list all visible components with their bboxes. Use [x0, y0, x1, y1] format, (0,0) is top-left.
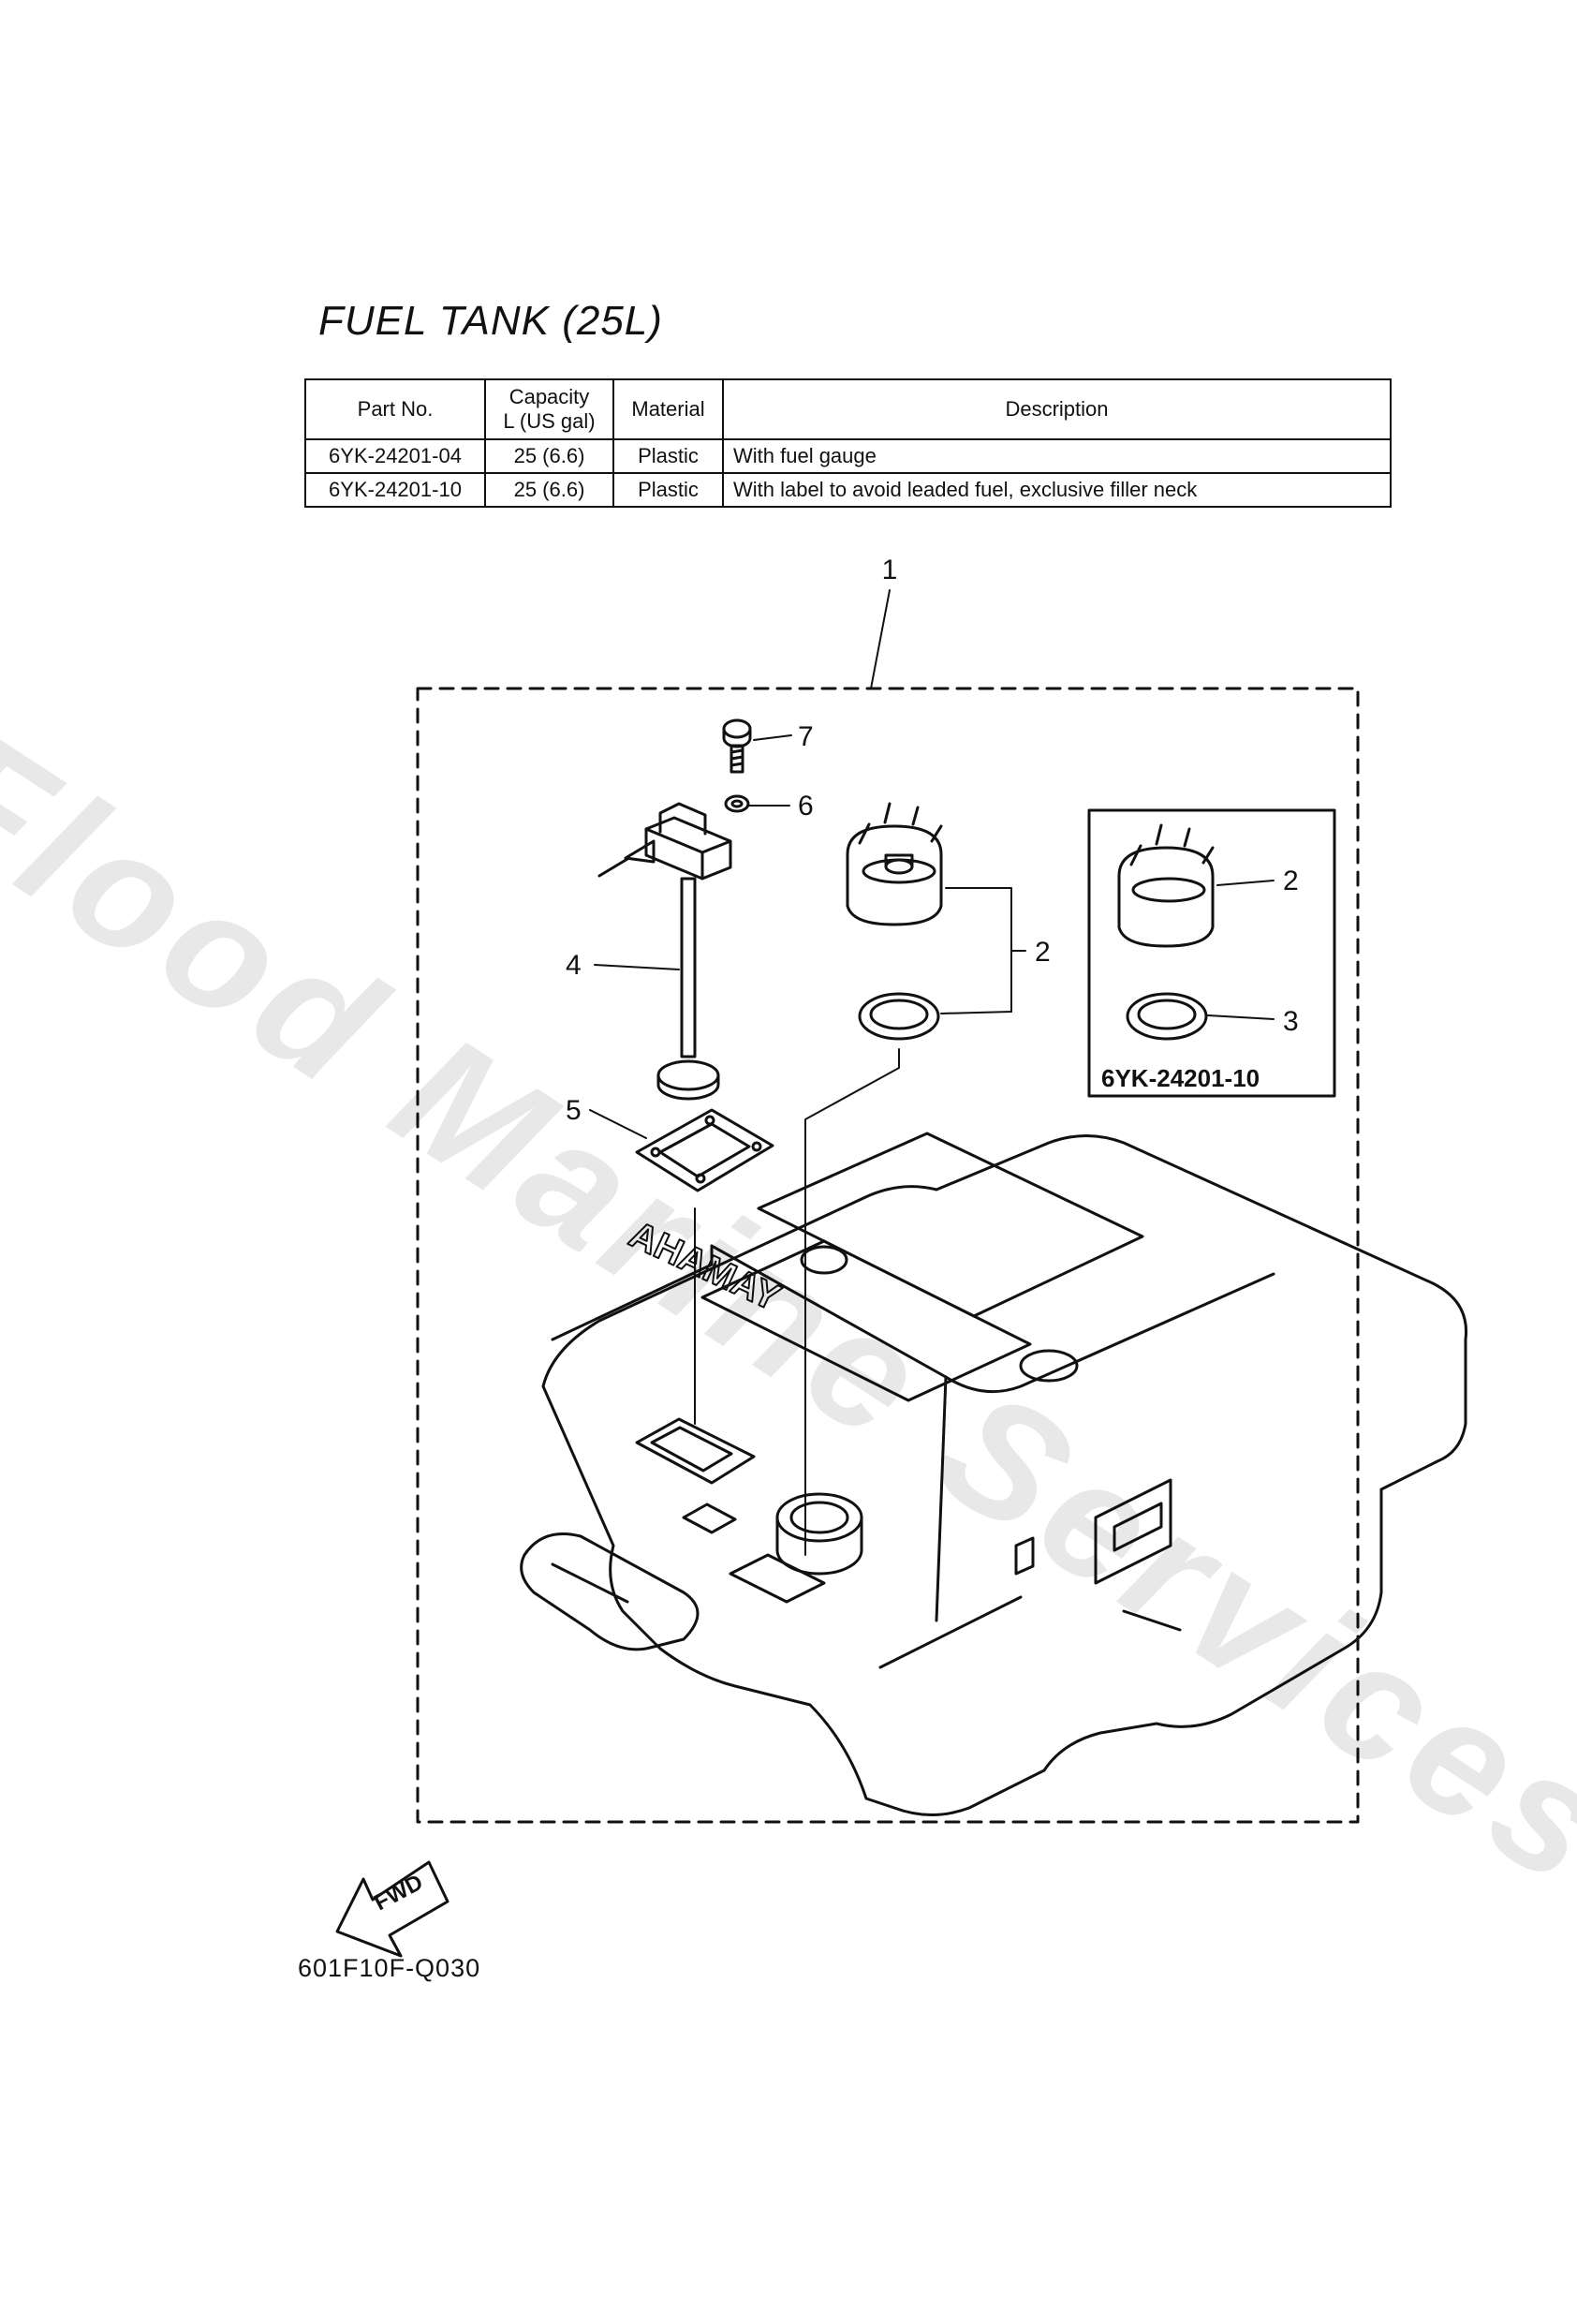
fwd-label: FWD [370, 1870, 427, 1916]
callout-5: 5 [566, 1095, 582, 1126]
header-description: Description [722, 378, 1392, 440]
cell-part-no: 6YK-24201-04 [304, 438, 486, 474]
cell-material: Plastic [612, 438, 724, 474]
assembly-dashed-box [416, 687, 1360, 1824]
callout-1-leader [870, 589, 891, 689]
fwd-arrow-icon: FWD [335, 1860, 450, 1958]
washer-part [724, 794, 750, 813]
table-row: 6YK-24201-10 25 (6.6) Plastic With label… [304, 472, 1392, 508]
inset-filler-cap [1117, 823, 1275, 948]
brand-panel [700, 1239, 1032, 1402]
filler-cap-part [846, 802, 1012, 1013]
o-ring-part [858, 992, 940, 1041]
callout-6: 6 [798, 791, 814, 822]
brand-label: YAMAHA [623, 1214, 786, 1320]
spec-table: Part No. Capacity L (US gal) Material De… [304, 378, 1392, 508]
callout-7: 7 [798, 721, 814, 752]
callout-1: 1 [882, 555, 898, 585]
cell-description: With fuel gauge [722, 438, 1392, 474]
callout-2: 2 [1035, 937, 1051, 968]
header-part-no: Part No. [304, 378, 486, 440]
bolt-part [722, 718, 792, 774]
callout-3: 3 [1283, 1006, 1299, 1037]
fuel-gauge-part [594, 802, 732, 1101]
page-title: FUEL TANK (25L) [318, 298, 663, 344]
cell-material: Plastic [612, 472, 724, 508]
table-row: 6YK-24201-04 25 (6.6) Plastic With fuel … [304, 438, 1392, 474]
drawing-code: 601F10F-Q030 [298, 1954, 481, 1982]
callout-4: 4 [566, 950, 582, 981]
header-material: Material [612, 378, 724, 440]
cell-description: With label to avoid leaded fuel, exclusi… [722, 472, 1392, 508]
gasket-part [589, 1108, 774, 1425]
inset-callout-2: 2 [1283, 866, 1299, 896]
fuel-tank-body: YAMAHA [520, 1132, 1468, 1816]
inset-label: 6YK-24201-10 [1101, 1064, 1260, 1092]
inset-box [1087, 808, 1336, 1098]
cell-part-no: 6YK-24201-10 [304, 472, 486, 508]
inset-o-ring [1126, 992, 1208, 1041]
cell-capacity: 25 (6.6) [484, 438, 614, 474]
table-header-row: Part No. Capacity L (US gal) Material De… [304, 378, 1392, 440]
header-capacity: Capacity L (US gal) [484, 378, 614, 440]
cell-capacity: 25 (6.6) [484, 472, 614, 508]
